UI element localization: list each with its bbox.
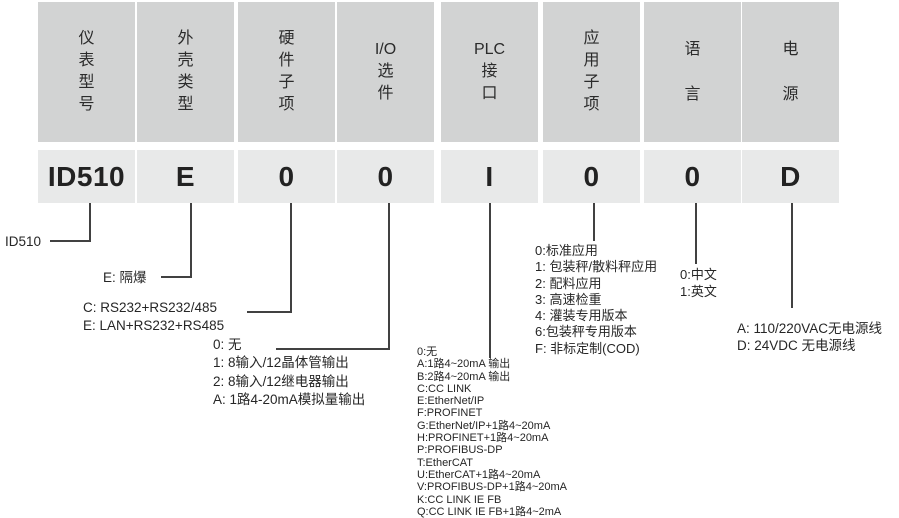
plc-option: H:PROFINET+1路4~20mA bbox=[417, 432, 549, 445]
header-box-enclosure: 外 壳 类 型 bbox=[137, 2, 234, 142]
connector-vertical-power bbox=[791, 203, 793, 308]
io-option: 0: 无 bbox=[213, 337, 242, 352]
header-label-hardware: 硬 件 子 项 bbox=[278, 30, 295, 113]
header-box-application: 应 用 子 项 bbox=[543, 2, 640, 142]
connector-horizontal-enclosure bbox=[161, 276, 192, 278]
io-option: 1: 8输入/12晶体管输出 bbox=[213, 355, 349, 371]
plc-option: C:CC LINK bbox=[417, 382, 472, 395]
header-box-model: 仪 表 型 号 bbox=[38, 2, 135, 142]
connector-vertical-application bbox=[593, 203, 595, 241]
hardware-option: C: RS232+RS232/485 bbox=[83, 300, 217, 315]
model-option: ID510 bbox=[5, 234, 42, 249]
connector-vertical-enclosure bbox=[190, 203, 192, 278]
application-option: 0:标准应用 bbox=[535, 243, 598, 258]
header-label-application: 应 用 子 项 bbox=[583, 30, 600, 113]
value-cell-hardware: 0 bbox=[238, 150, 335, 203]
connector-horizontal-io bbox=[276, 348, 390, 350]
header-label-io: I/O 选 件 bbox=[374, 41, 397, 102]
header-box-language: 语 言 bbox=[644, 2, 741, 142]
application-option: 3: 高速检重 bbox=[535, 291, 602, 307]
plc-option: B:2路4~20mA 输出 bbox=[417, 370, 511, 383]
header-label-plc: PLC 接 口 bbox=[473, 41, 506, 102]
plc-option: V:PROFIBUS-DP+1路4~20mA bbox=[417, 481, 567, 494]
header-box-hardware: 硬 件 子 项 bbox=[238, 2, 335, 142]
connector-vertical-io bbox=[388, 203, 390, 350]
header-box-io: I/O 选 件 bbox=[337, 2, 434, 142]
plc-option: T:EtherCAT bbox=[417, 456, 474, 469]
header-label-model: 仪 表 型 号 bbox=[78, 30, 95, 113]
plc-option: U:EtherCAT+1路4~20mA bbox=[417, 468, 541, 481]
plc-option: K:CC LINK IE FB bbox=[417, 493, 502, 506]
application-option: 4: 灌装专用版本 bbox=[535, 308, 628, 324]
plc-option: P:PROFIBUS-DP bbox=[417, 444, 503, 457]
connector-vertical-hardware bbox=[290, 203, 292, 313]
application-option: F: 非标定制(COD) bbox=[535, 340, 640, 356]
header-label-language: 语 言 bbox=[684, 41, 701, 103]
value-cell-plc: I bbox=[441, 150, 538, 203]
connector-vertical-plc bbox=[489, 203, 491, 358]
enclosure-options-list: E: 隔爆 bbox=[103, 269, 147, 286]
value-cell-enclosure: E bbox=[137, 150, 234, 203]
power-option: D: 24VDC 无电源线 bbox=[737, 338, 856, 353]
language-option: 0:中文 bbox=[680, 267, 717, 282]
power-options-list: A: 110/220VAC无电源线 D: 24VDC 无电源线 bbox=[737, 320, 882, 354]
value-cell-application: 0 bbox=[543, 150, 640, 203]
hardware-option: E: LAN+RS232+RS485 bbox=[83, 318, 225, 333]
value-cell-power: D bbox=[742, 150, 839, 203]
application-option: 6:包装秤专用版本 bbox=[535, 324, 637, 340]
value-cell-language: 0 bbox=[644, 150, 741, 203]
header-label-enclosure: 外 壳 类 型 bbox=[177, 30, 194, 113]
model-options-list: ID510 bbox=[5, 233, 41, 250]
application-option: 1: 包装秤/散料秤应用 bbox=[535, 259, 658, 275]
hardware-options-list: C: RS232+RS232/485 E: LAN+RS232+RS485 bbox=[83, 299, 224, 335]
connector-vertical-model bbox=[89, 203, 91, 242]
io-options-list: 0: 无 1: 8输入/12晶体管输出 2: 8输入/12继电器输出 A: 1路4-2… bbox=[213, 336, 365, 410]
plc-option: F:PROFINET bbox=[417, 407, 483, 420]
header-box-plc: PLC 接 口 bbox=[441, 2, 538, 142]
plc-option: A:1路4~20mA 输出 bbox=[417, 358, 511, 371]
connector-vertical-language bbox=[695, 203, 697, 264]
power-option: A: 110/220VAC无电源线 bbox=[737, 321, 883, 336]
language-option: 1:英文 bbox=[680, 283, 717, 299]
enclosure-option: E: 隔爆 bbox=[103, 270, 147, 285]
plc-option: G:EtherNet/IP+1路4~20mA bbox=[417, 419, 551, 432]
plc-option: E:EtherNet/IP bbox=[417, 395, 485, 408]
header-label-power: 电 源 bbox=[782, 41, 799, 103]
plc-option: 0:无 bbox=[417, 346, 438, 358]
value-cell-model: ID510 bbox=[38, 150, 135, 203]
io-option: A: 1路4-20mA模拟量输出 bbox=[213, 392, 366, 408]
application-option: 2: 配料应用 bbox=[535, 275, 602, 291]
plc-option: Q:CC LINK IE FB+1路4~2mA bbox=[417, 505, 562, 518]
header-box-power: 电 源 bbox=[742, 2, 839, 142]
value-cell-io: 0 bbox=[337, 150, 434, 203]
io-option: 2: 8输入/12继电器输出 bbox=[213, 373, 349, 389]
connector-horizontal-hardware bbox=[247, 311, 292, 313]
connector-horizontal-model bbox=[50, 240, 91, 242]
